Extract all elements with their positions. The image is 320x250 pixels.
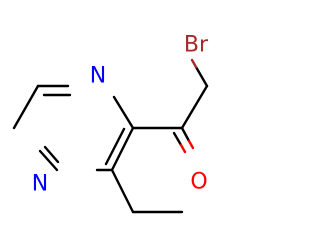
bond-c3-ch2 [110, 168, 135, 214]
bond-n4-c5-inner [43, 145, 60, 164]
atom-nitrogen-bottom: N [32, 172, 48, 197]
molecule-structure: Br O N N [12, 33, 209, 214]
bond-ch2-br-dark [194, 65, 209, 88]
atom-oxygen: O [190, 170, 207, 195]
bond-c-o-2-dark [172, 131, 183, 147]
bond-carbonyl-ch2 [180, 84, 209, 130]
atom-bromine: Br [184, 33, 209, 58]
bond-n4-c5 [38, 149, 59, 172]
bond-ch2-br [190, 58, 198, 69]
bond-c-o-1-dark [180, 126, 191, 143]
bond-c-o-2 [179, 143, 187, 154]
atom-nitrogen-top: N [90, 64, 106, 89]
bond-c2-c3 [110, 126, 135, 172]
bond-n1-c2 [112, 95, 135, 130]
bond-c-o-1 [187, 139, 195, 150]
bond-c2-c3-inner [104, 127, 126, 166]
bond-c5-c6 [12, 84, 40, 130]
